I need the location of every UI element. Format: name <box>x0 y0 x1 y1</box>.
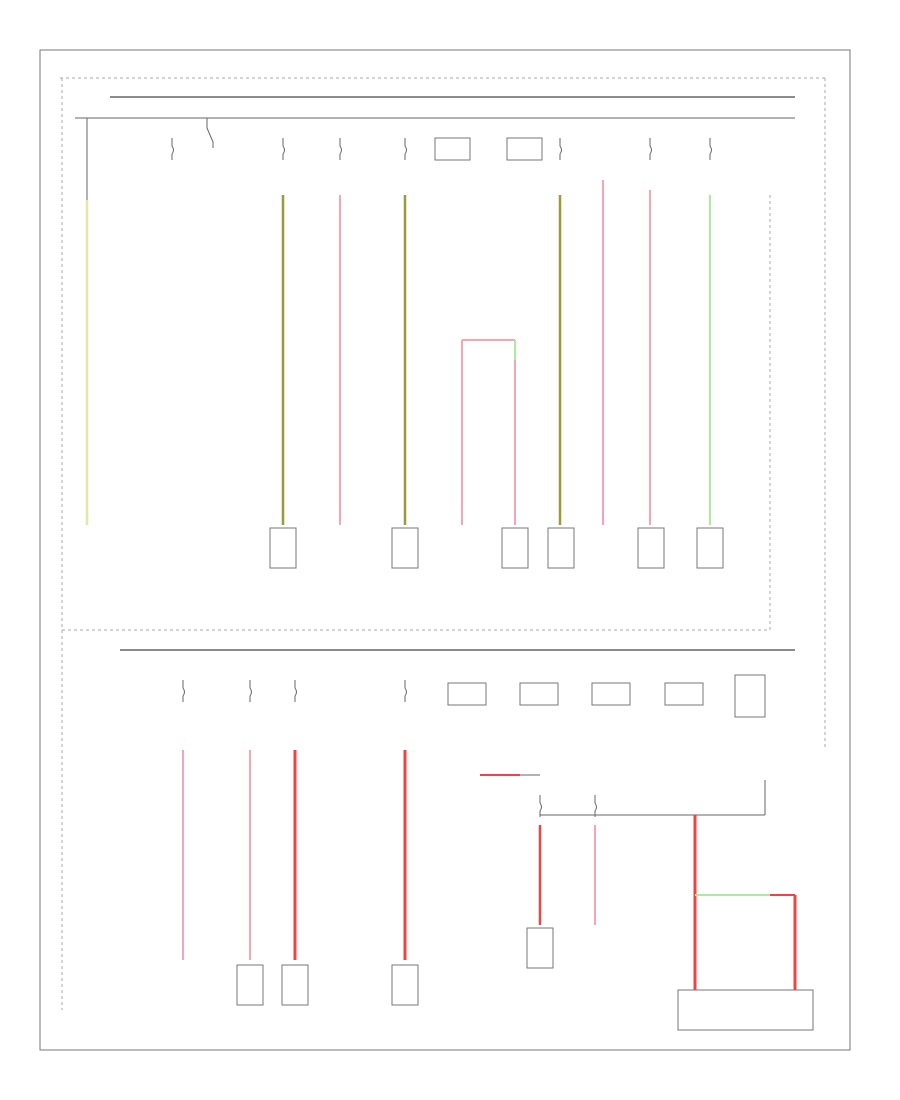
component-box <box>696 527 724 569</box>
fuse-symbol <box>709 138 712 160</box>
fuse-symbol <box>171 138 174 160</box>
fuse-symbol <box>539 795 542 817</box>
component-box <box>281 964 309 1006</box>
component-box <box>269 527 297 569</box>
relay-box <box>447 682 487 706</box>
fuse-symbol <box>649 138 652 160</box>
upper-wires <box>85 180 711 525</box>
upper-components <box>269 527 724 569</box>
fuse-symbol <box>206 118 214 148</box>
fuse-symbol <box>339 138 342 160</box>
relay-box <box>664 682 704 706</box>
relay-box <box>519 682 559 706</box>
component-box <box>391 527 419 569</box>
component-box <box>547 527 575 569</box>
relay-box <box>734 674 766 718</box>
fuse-symbol <box>404 138 407 160</box>
diagram-frame <box>39 49 851 1051</box>
relay-box <box>506 137 543 161</box>
component-box <box>677 989 814 1031</box>
relay-box <box>434 137 471 161</box>
component-box <box>526 927 554 969</box>
fuse-symbol <box>182 680 185 702</box>
lower-wires <box>182 750 797 990</box>
lower-components <box>236 927 814 1031</box>
fuse-symbol <box>594 795 597 817</box>
fuse-symbol <box>294 680 297 702</box>
fuse-symbol <box>282 138 285 160</box>
component-box <box>236 964 264 1006</box>
lower-fuse-group <box>182 680 597 817</box>
component-box <box>391 964 419 1006</box>
fuse-symbol <box>559 138 562 160</box>
relay-box <box>591 682 631 706</box>
component-box <box>637 527 665 569</box>
component-box <box>501 527 529 569</box>
upper-fuse-group <box>171 118 712 160</box>
fuse-symbol <box>249 680 252 702</box>
fuse-symbol <box>404 680 407 702</box>
